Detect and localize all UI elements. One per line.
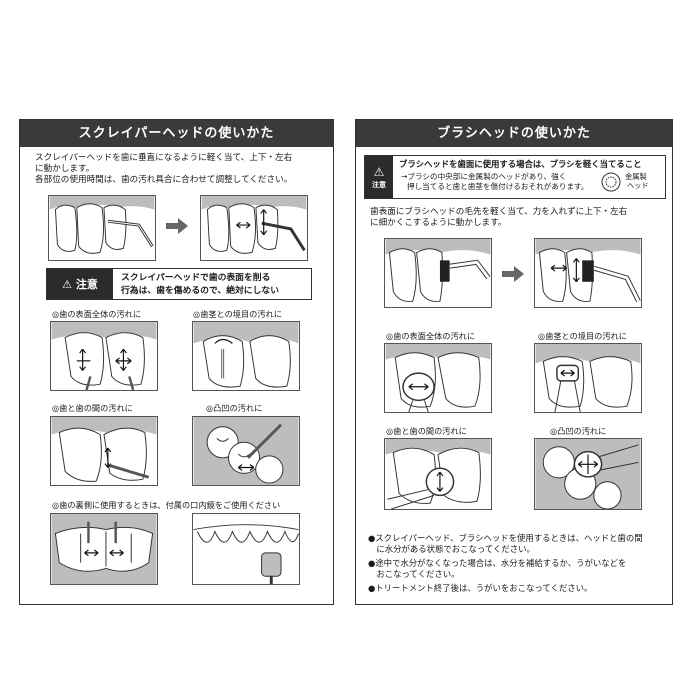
brush-bumps-illustration xyxy=(534,438,642,510)
back-side-illustration xyxy=(50,513,158,585)
scraper-intro-line-2: に動かします。 xyxy=(35,164,95,174)
gum-line-illustration xyxy=(192,321,300,391)
caption-back-side: ◎歯の裏側に使用するときは、付属の口内鏡をご使用ください xyxy=(52,500,281,510)
brush-gum-line-illustration xyxy=(534,343,642,413)
caption-gum-line: ◎歯茎との境目の汚れに xyxy=(538,331,627,341)
note-line-2: に水分がある状態でおこなってください。 xyxy=(368,544,535,554)
next-step-arrow-icon xyxy=(502,266,524,282)
scraper-placement-illustration xyxy=(48,195,156,261)
caption-bumps: ◎凸凹の汚れに xyxy=(206,403,263,413)
brush-motion-illustration xyxy=(534,238,642,308)
caption-bumps: ◎凸凹の汚れに xyxy=(550,426,607,436)
brush-caution-title: ブラシヘッドを歯面に使用する場合は、ブラシを軽く当てること xyxy=(399,159,642,169)
caption-whole-surface: ◎歯の表面全体の汚れに xyxy=(386,331,476,341)
caption-gum-line: ◎歯茎との境目の汚れに xyxy=(193,309,282,319)
note-line-3: ●途中で水分がなくなった場合は、水分を補給するか、うがいなどを xyxy=(368,558,627,568)
brush-intro-line-2: に細かくこするように動かします。 xyxy=(370,218,507,228)
warning-triangle-icon: ⚠ xyxy=(373,164,385,179)
scraper-intro-line-1: スクレイパーヘッドを歯に垂直になるように軽く当て、上下・左右 xyxy=(35,153,293,163)
caution-text-line-1: スクレイパーヘッドで歯の表面を削る xyxy=(121,273,271,283)
note-line-5: ●トリートメント終了後は、うがいをおこなってください。 xyxy=(368,583,593,593)
caution-label: 注意 xyxy=(372,180,386,189)
brush-caution-line-2: 押し当てると歯と歯茎を傷付けるおそれがあります。 xyxy=(407,182,589,191)
between-teeth-illustration xyxy=(50,416,158,486)
whole-surface-illustration xyxy=(50,321,158,391)
brush-between-teeth-illustration xyxy=(384,438,492,510)
brush-head-instructions-card: ブラシヘッドの使いかた ⚠ 注意 ブラシヘッドを歯面に使用する場合は、ブラシを軽… xyxy=(355,119,673,605)
brush-whole-surface-illustration xyxy=(384,343,492,413)
metal-head-icon xyxy=(601,172,621,192)
scraper-head-instructions-card: スクレイパーヘッドの使いかた スクレイパーヘッドを歯に垂直になるように軽く当て、… xyxy=(19,119,334,605)
caption-between-teeth: ◎歯と歯の間の汚れに xyxy=(386,426,467,436)
scraper-head-title: スクレイパーヘッドの使いかた xyxy=(20,120,333,147)
note-line-1: ●スクレイパーヘッド、ブラシヘッドを使用するときは、ヘッドと歯の間 xyxy=(368,533,643,543)
brush-placement-illustration xyxy=(384,238,492,308)
metal-head-label-1: 金属製 xyxy=(625,172,647,181)
scraper-caution-box: ⚠ 注意 スクレイパーヘッドで歯の表面を削る 行為は、歯を傷めるので、絶対にしな… xyxy=(46,268,312,300)
caption-whole-surface: ◎歯の表面全体の汚れに xyxy=(52,309,142,319)
next-step-arrow-icon xyxy=(166,218,188,234)
warning-triangle-icon: ⚠ xyxy=(62,277,72,291)
scraper-intro-line-3: 各部位の使用時間は、歯の汚れ具合に合わせて調整してください。 xyxy=(35,175,293,185)
scraper-motion-illustration xyxy=(200,195,308,261)
brush-intro-line-1: 歯表面にブラシヘッドの毛先を軽く当て、力を入れずに上下・左右 xyxy=(370,207,628,217)
caption-between-teeth: ◎歯と歯の間の汚れに xyxy=(52,403,133,413)
metal-head-label-2: ヘッド xyxy=(627,181,649,190)
note-line-4: おこなってください。 xyxy=(368,569,460,579)
bumps-illustration xyxy=(192,416,300,486)
brush-caution-line-1: →ブラシの中央部に金属製のヘッドがあり、強く xyxy=(401,172,567,181)
mouth-mirror-illustration xyxy=(192,513,300,585)
brush-caution-box: ⚠ 注意 ブラシヘッドを歯面に使用する場合は、ブラシを軽く当てること →ブラシの… xyxy=(364,155,666,199)
brush-head-title: ブラシヘッドの使いかた xyxy=(356,120,672,147)
caution-text-line-2: 行為は、歯を傷めるので、絶対にしない xyxy=(121,286,279,296)
caution-label: 注意 xyxy=(75,278,98,291)
